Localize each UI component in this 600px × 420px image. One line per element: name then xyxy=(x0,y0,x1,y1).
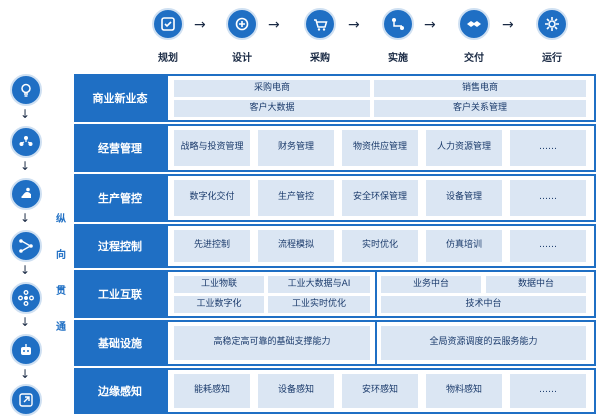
plan-icon xyxy=(152,8,184,40)
robot-icon xyxy=(10,334,42,366)
layer-label-infrastructure: 基础设施 xyxy=(74,320,166,366)
layer-panel-infrastructure: 高稳定高可靠的基础支撑能力 全局资源调度的云服务能力 xyxy=(166,320,596,366)
step-label: 设计 xyxy=(232,53,252,64)
layer-label-process: 过程控制 xyxy=(74,224,166,268)
layer-panel-edge: 能耗感知 设备感知 安环感知 物料感知 …… xyxy=(166,368,596,414)
arrow-right: → xyxy=(424,17,436,33)
cell: 人力资源管理 xyxy=(426,130,502,166)
cell: 工业实时优化 xyxy=(268,296,370,313)
layer-label-edge: 边缘感知 xyxy=(74,368,166,414)
flow-icon xyxy=(10,230,42,262)
arrow-right: → xyxy=(194,17,206,33)
cell: 物料感知 xyxy=(426,374,502,408)
network-icon xyxy=(10,282,42,314)
lightbulb-icon xyxy=(10,74,42,106)
cell: 财务管理 xyxy=(258,130,334,166)
layer-label-production: 生产管控 xyxy=(74,174,166,222)
cell: 全局资源调度的云服务能力 xyxy=(381,326,586,360)
vertical-char: 向 xyxy=(56,250,66,261)
step-label: 交付 xyxy=(464,53,484,64)
cell: 数据中台 xyxy=(486,276,586,293)
arrow-down: ↓ xyxy=(20,211,31,225)
arrow-down: ↓ xyxy=(20,159,31,173)
cell: 仿真培训 xyxy=(426,230,502,262)
vertical-char: 纵 xyxy=(56,214,66,225)
step-label: 运行 xyxy=(542,53,562,64)
cell: 能耗感知 xyxy=(174,374,250,408)
cell: 工业数字化 xyxy=(174,296,264,313)
handshake-icon xyxy=(458,8,490,40)
vertical-char: 通 xyxy=(56,322,66,333)
layer-label-operations: 经营管理 xyxy=(74,124,166,172)
cell: 实时优化 xyxy=(342,230,418,262)
layer-panel-production: 数字化交付 生产管控 安全环保管理 设备管理 …… xyxy=(166,174,596,222)
cell: …… xyxy=(510,130,586,166)
cell: 采购电商 xyxy=(174,80,370,97)
cell: 业务中台 xyxy=(381,276,481,293)
cell: 客户大数据 xyxy=(174,100,370,117)
arrow-down: ↓ xyxy=(20,367,31,381)
divider xyxy=(375,272,377,316)
cell: 设备感知 xyxy=(258,374,334,408)
arrow-down: ↓ xyxy=(20,263,31,277)
cell: 物资供应管理 xyxy=(342,130,418,166)
arrow-right: → xyxy=(348,17,360,33)
arrow-right: → xyxy=(268,17,280,33)
cell: 技术中台 xyxy=(381,296,586,313)
implement-icon xyxy=(382,8,414,40)
cell: 安环感知 xyxy=(342,374,418,408)
layer-panel-business: 采购电商 销售电商 客户大数据 客户关系管理 xyxy=(166,74,596,122)
layer-panel-industrial-internet: 工业物联 工业大数据与AI 工业数字化 工业实时优化 业务中台 数据中台 技术中… xyxy=(166,270,596,318)
cell: 数字化交付 xyxy=(174,180,250,216)
cell: 销售电商 xyxy=(374,80,586,97)
cell: 生产管控 xyxy=(258,180,334,216)
arrow-right: → xyxy=(502,17,514,33)
layer-panel-process: 先进控制 流程模拟 实时优化 仿真培训 …… xyxy=(166,224,596,268)
cell: 安全环保管理 xyxy=(342,180,418,216)
cell: 客户关系管理 xyxy=(374,100,586,117)
gear-icon xyxy=(536,8,568,40)
step-label: 采购 xyxy=(310,53,330,64)
cell: …… xyxy=(510,180,586,216)
redirect-icon xyxy=(10,384,42,416)
cell: 先进控制 xyxy=(174,230,250,262)
cart-icon xyxy=(304,8,336,40)
cell: 高稳定高可靠的基础支撑能力 xyxy=(174,326,370,360)
vertical-char: 贯 xyxy=(56,286,66,297)
layer-label-business: 商业新业态 xyxy=(74,74,166,122)
cell: 工业大数据与AI xyxy=(268,276,370,293)
hand-icon xyxy=(10,178,42,210)
cell: 战略与投资管理 xyxy=(174,130,250,166)
arrow-down: ↓ xyxy=(20,107,31,121)
cell: …… xyxy=(510,374,586,408)
step-label: 实施 xyxy=(388,53,408,64)
divider xyxy=(375,322,377,364)
cell: 流程模拟 xyxy=(258,230,334,262)
layer-panel-operations: 战略与投资管理 财务管理 物资供应管理 人力资源管理 …… xyxy=(166,124,596,172)
cell: 设备管理 xyxy=(426,180,502,216)
cell: …… xyxy=(510,230,586,262)
layer-label-industrial-internet: 工业互联 xyxy=(74,270,166,318)
design-icon xyxy=(226,8,258,40)
step-label: 规划 xyxy=(158,53,178,64)
people-icon xyxy=(10,126,42,158)
arrow-down: ↓ xyxy=(20,315,31,329)
cell: 工业物联 xyxy=(174,276,264,293)
